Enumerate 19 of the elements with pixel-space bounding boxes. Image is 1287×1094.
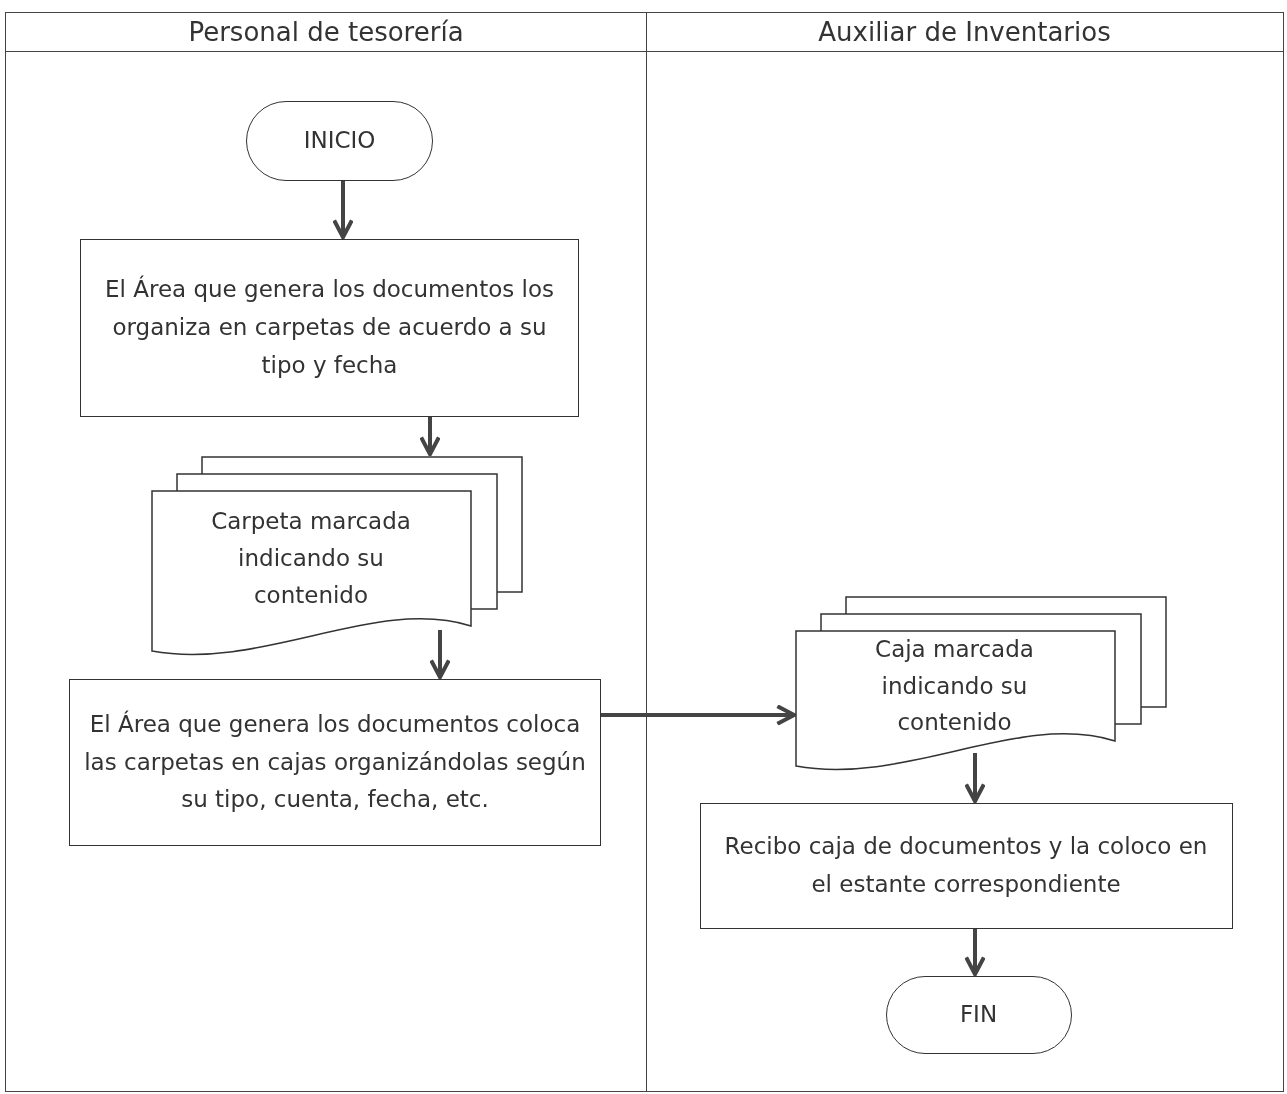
node-text: Recibo caja de documentos y la coloco en el estante correspondiente xyxy=(723,832,1209,899)
swimlane xyxy=(5,12,647,1092)
node-text: El Área que genera los documentos coloca las carpetas en cajas organizándolas según su tipo, cuenta, fecha, etc. xyxy=(84,709,586,815)
node-text: FIN xyxy=(959,1000,998,1030)
node-text: Carpeta marcada indicando su contenido xyxy=(210,507,412,610)
node-text: El Área que genera los documentos los organiza en carpetas de acuerdo a su tipo y fecha xyxy=(103,274,556,380)
arrow xyxy=(419,416,441,457)
process-box xyxy=(699,803,1233,929)
swimlane xyxy=(645,12,1284,1092)
arrow xyxy=(964,928,986,977)
arrow xyxy=(964,753,986,804)
process-box xyxy=(69,679,601,846)
node-text: Caja marcada indicando su contenido xyxy=(874,634,1035,738)
lane-header: Auxiliar de Inventarios xyxy=(818,17,1111,47)
process-box xyxy=(80,239,579,417)
arrow xyxy=(429,630,451,680)
lane-header: Personal de tesorería xyxy=(188,17,464,47)
arrow xyxy=(332,180,354,240)
node-text: INICIO xyxy=(303,126,376,156)
